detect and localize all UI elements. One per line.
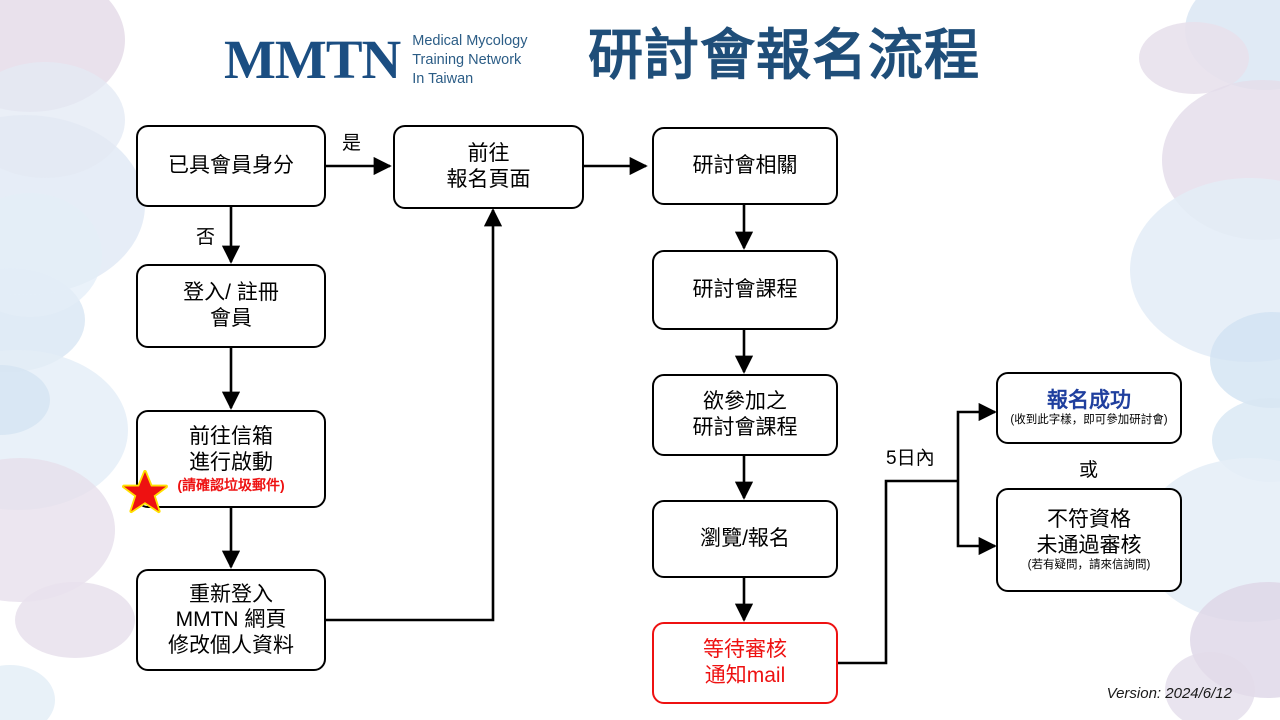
node-relogin-profile-line2: MMTN 網頁 — [175, 608, 287, 632]
node-signup-page[interactable]: 前往 報名頁面 — [393, 125, 584, 209]
logo-subtitle-line2: Training Network — [412, 52, 522, 69]
edge-label-or: 或 — [1079, 460, 1099, 481]
node-relogin-profile-line1: 重新登入 — [189, 582, 273, 606]
node-member-check-line1: 已具會員身分 — [168, 154, 294, 178]
node-browse-signup[interactable]: 瀏覽/報名 — [652, 500, 838, 578]
logo-wordmark: MMTN — [224, 29, 401, 91]
node-signup-page-line1: 前往 — [467, 142, 510, 166]
node-await-review-line1: 等待審核 — [703, 638, 787, 662]
node-relogin-profile-line3: 修改個人資料 — [168, 633, 294, 657]
node-register-member-line1: 登入/ 註冊 — [183, 281, 279, 305]
edge-label-yes: 是 — [342, 133, 362, 154]
node-seminar-info-line1: 研討會相關 — [692, 154, 798, 178]
node-success[interactable]: 報名成功 (收到此字樣，即可參加研討會) — [996, 372, 1182, 444]
logo-subtitle-line3: In Taiwan — [412, 71, 474, 88]
page-title: 研討會報名流程 — [588, 24, 981, 86]
node-browse-signup-line1: 瀏覽/報名 — [700, 527, 790, 551]
node-signup-page-line2: 報名頁面 — [446, 168, 531, 191]
logo-subtitle-line1: Medical Mycology — [412, 33, 528, 49]
node-activate-mail[interactable]: 前往信箱 進行啟動 (請確認垃圾郵件) — [136, 410, 326, 508]
node-seminar-course[interactable]: 研討會課程 — [652, 250, 838, 330]
node-seminar-info[interactable]: 研討會相關 — [652, 127, 838, 205]
mmtn-logo: MMTN Medical Mycology Training Network I… — [224, 30, 527, 89]
node-await-review-line2: 通知mail — [704, 664, 786, 687]
node-await-review[interactable]: 等待審核 通知mail — [652, 622, 838, 704]
node-success-note: (收到此字樣，即可參加研討會) — [1010, 413, 1168, 426]
node-desired-course[interactable]: 欲參加之 研討會課程 — [652, 374, 838, 456]
version-label: Version: 2024/6/12 — [1106, 685, 1232, 702]
node-desired-course-line1: 欲參加之 — [703, 390, 787, 414]
edge-label-within-5-days: 5日內 — [886, 448, 935, 469]
node-activate-mail-note: (請確認垃圾郵件) — [177, 476, 285, 493]
node-activate-mail-line1: 前往信箱 — [189, 425, 273, 449]
node-seminar-course-line1: 研討會課程 — [692, 278, 798, 302]
node-register-member-line2: 會員 — [210, 307, 252, 330]
node-rejected-note: (若有疑問，請來信詢問) — [1027, 559, 1151, 572]
node-desired-course-line2: 研討會課程 — [692, 416, 798, 439]
node-success-headline: 報名成功 — [1047, 388, 1131, 412]
edge-label-no: 否 — [196, 227, 216, 248]
node-rejected-line1: 不符資格 — [1047, 507, 1131, 531]
node-rejected[interactable]: 不符資格 未通過審核 (若有疑問，請來信詢問) — [996, 488, 1182, 592]
node-register-member[interactable]: 登入/ 註冊 會員 — [136, 264, 326, 348]
node-rejected-line2: 未通過審核 — [1036, 533, 1142, 557]
node-member-check[interactable]: 已具會員身分 — [136, 125, 326, 207]
star-icon — [122, 470, 168, 514]
node-activate-mail-line2: 進行啟動 — [189, 451, 273, 475]
logo-subtitle: Medical Mycology Training Network In Tai… — [412, 30, 527, 89]
node-relogin-profile[interactable]: 重新登入 MMTN 網頁 修改個人資料 — [136, 569, 326, 671]
